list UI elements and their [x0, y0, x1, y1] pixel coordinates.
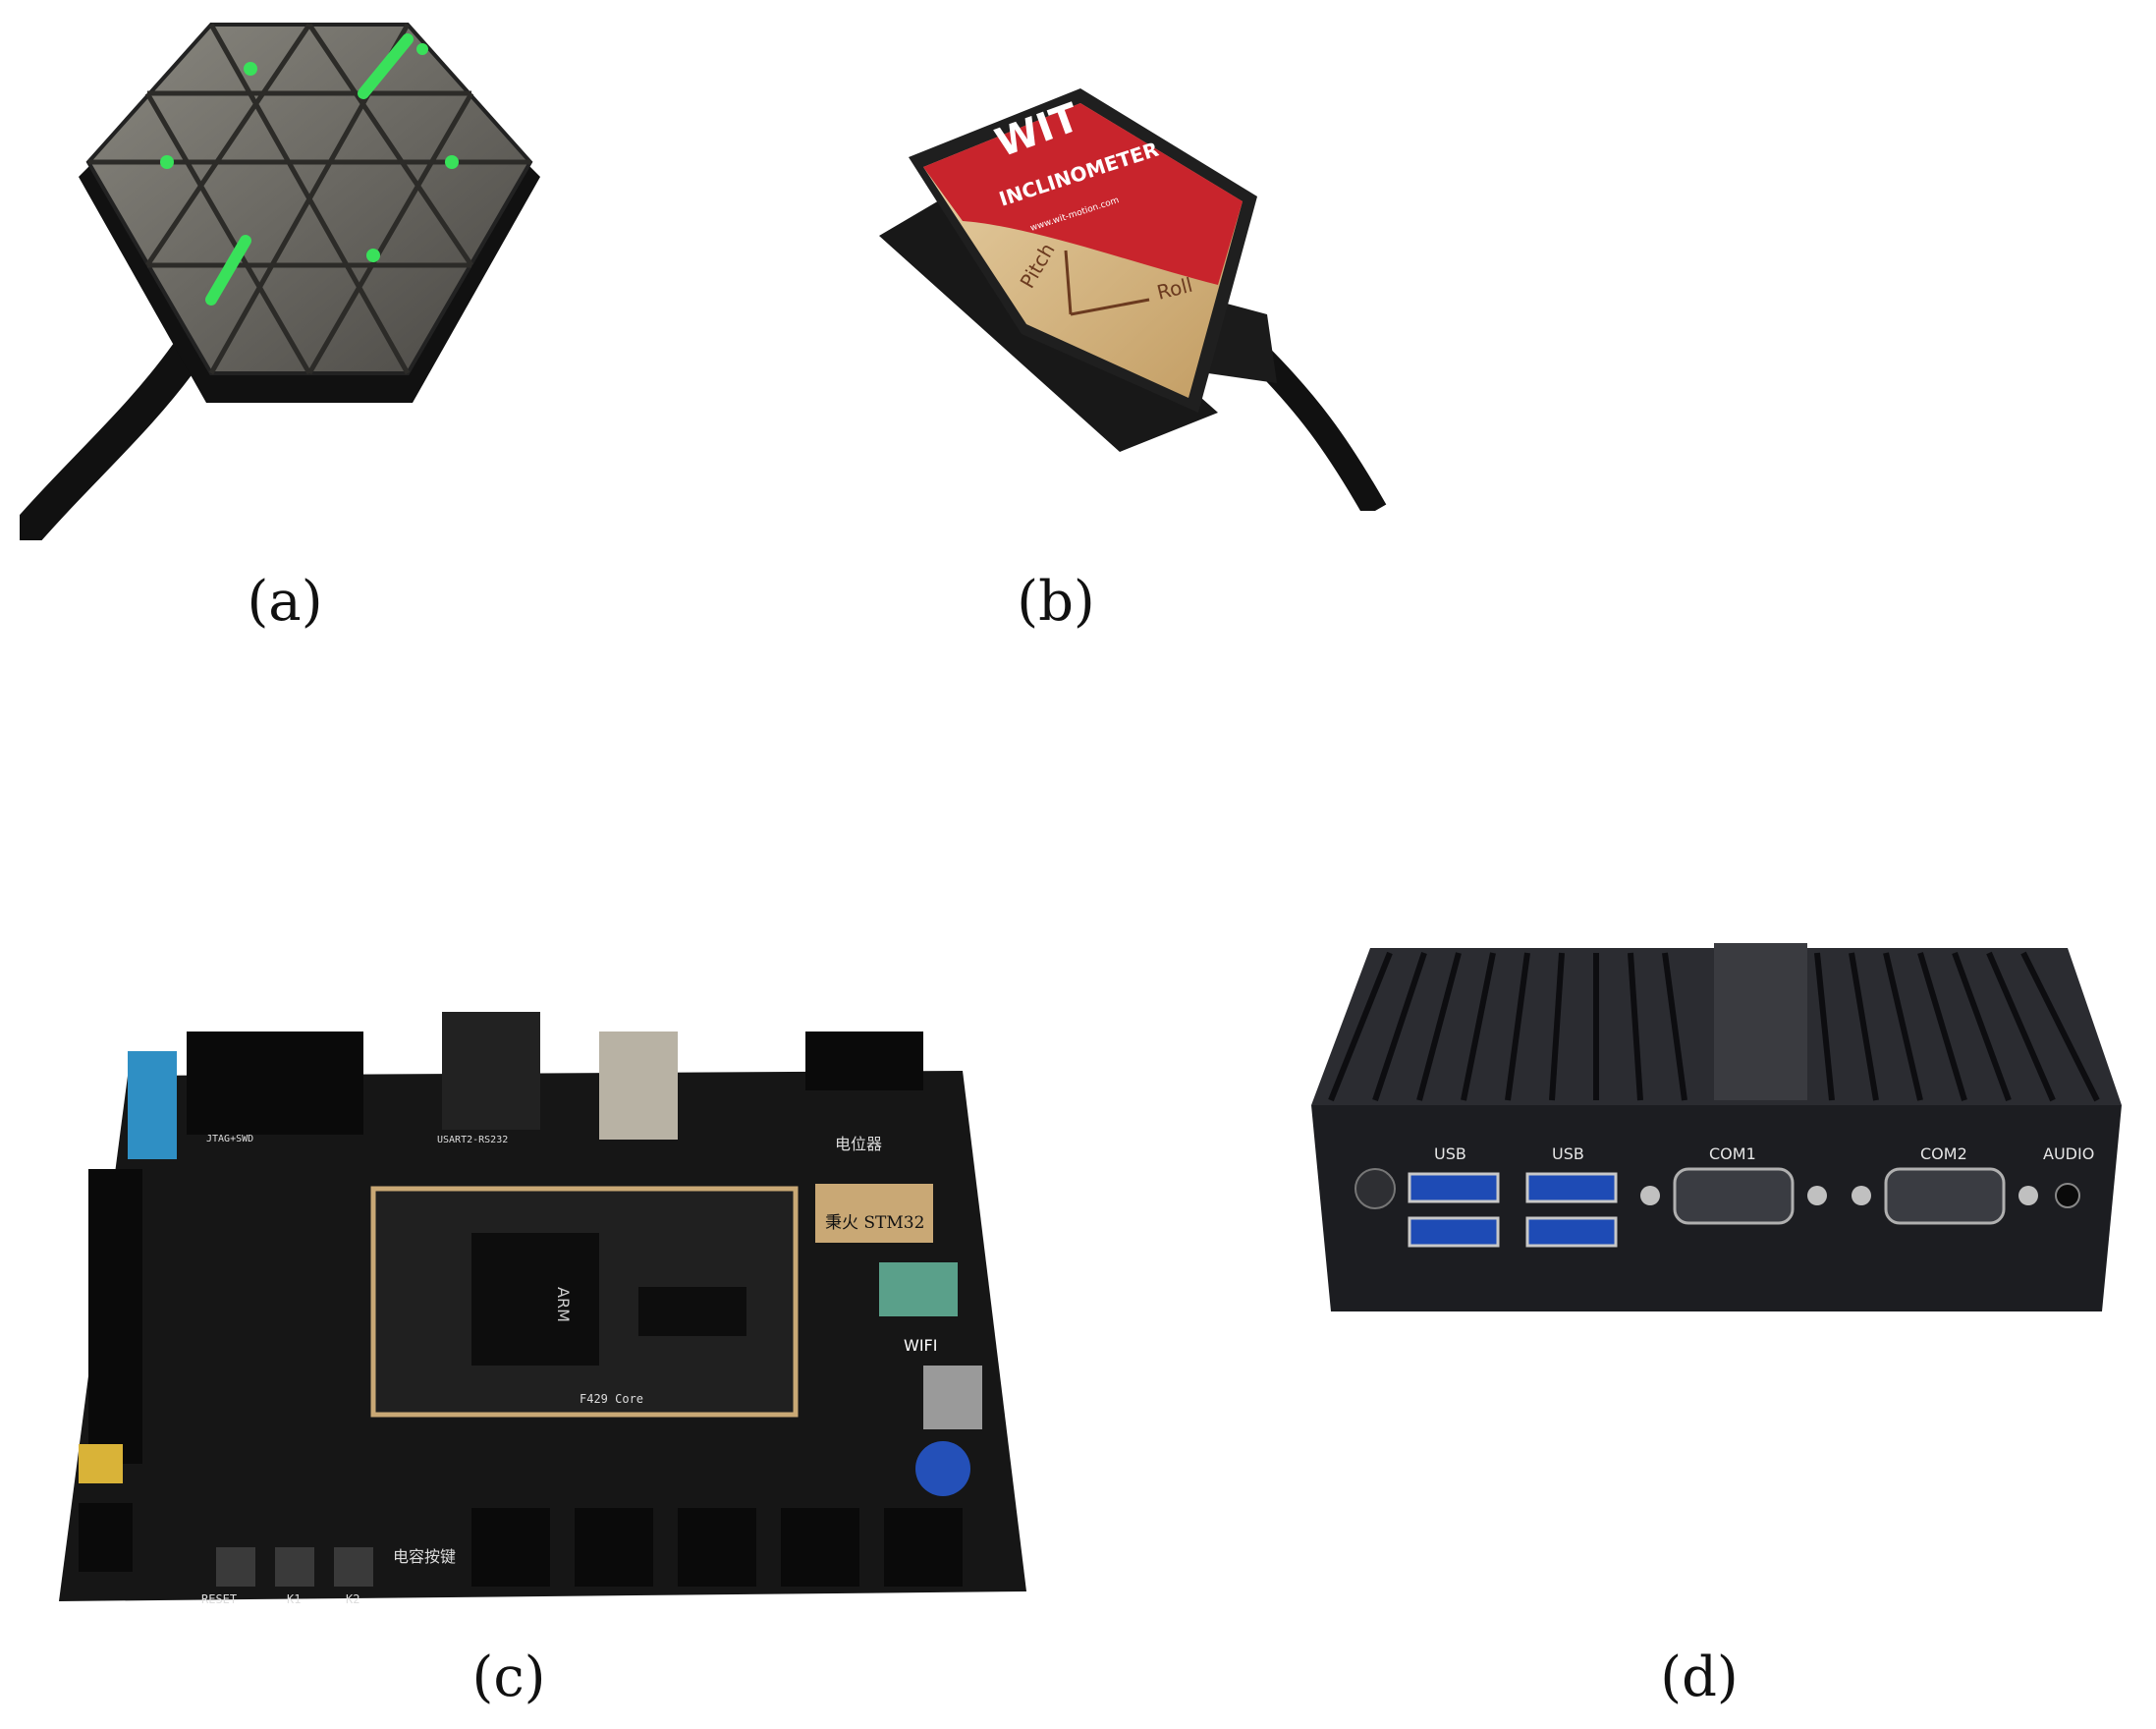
caption-a: (a) [247, 570, 323, 634]
board-label-k1: K1 [287, 1592, 301, 1606]
inclinometer-image: WIT INCLINOMETER www.wit-motion.com Pitc… [879, 88, 1387, 511]
board-label-k2: K2 [346, 1592, 359, 1606]
board-label-jtag: JTAG+SWD [206, 1134, 253, 1144]
port-label-com2: COM2 [1920, 1144, 1967, 1163]
gps-module-image: RadioLink [20, 23, 566, 540]
board-label-potentiometer: 电位器 [835, 1135, 882, 1153]
caption-c: (c) [471, 1645, 546, 1709]
mini-pc-image: USB USB COM1 COM2 AUDIO [1311, 943, 2122, 1311]
board-label-brand: 秉火 STM32 [825, 1213, 924, 1233]
panel-a-gps-module: RadioLink [20, 10, 570, 540]
panel-d-mini-pc: USB USB COM1 COM2 AUDIO [1311, 938, 2122, 1351]
board-label-f429-core: F429 Core [580, 1392, 643, 1406]
board-label-wifi: WIFI [904, 1336, 937, 1355]
port-label-audio: AUDIO [2043, 1144, 2094, 1163]
caption-d: (d) [1660, 1645, 1739, 1709]
caption-b: (b) [1017, 570, 1095, 634]
dev-board-image: JTAG+SWD USART2-RS232 电位器 ARM F429 Core … [59, 1012, 1026, 1606]
board-label-usart2: USART2-RS232 [437, 1135, 508, 1145]
port-label-com1: COM1 [1709, 1144, 1756, 1163]
port-label-usb-1: USB [1434, 1144, 1466, 1163]
panel-b-inclinometer: WIT INCLINOMETER www.wit-motion.com Pitc… [864, 88, 1395, 511]
board-label-touch-key: 电容按键 [393, 1547, 456, 1566]
board-label-reset: RESET [201, 1592, 237, 1606]
panel-c-dev-board: JTAG+SWD USART2-RS232 电位器 ARM F429 Core … [59, 1012, 1031, 1621]
board-label-arm: ARM [554, 1287, 573, 1322]
port-label-usb-2: USB [1552, 1144, 1584, 1163]
